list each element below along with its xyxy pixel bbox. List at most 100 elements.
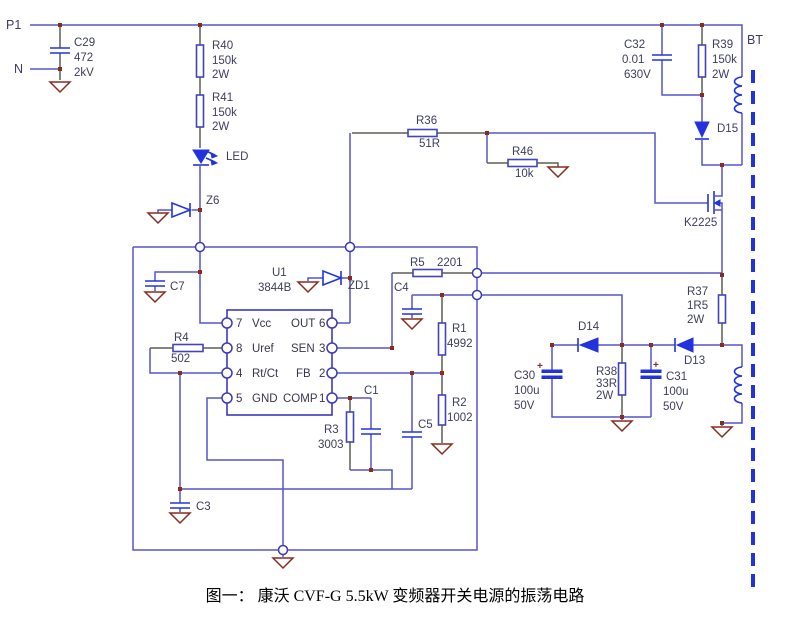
pin6-number: 6 [319,318,325,330]
label-z6: Z6 [206,195,219,207]
label-r3-ref: R3 [324,424,339,436]
label-c30-ref: C30 [514,370,535,382]
diode-d15 [694,121,710,140]
resistors [172,44,727,443]
diode-d14 [577,337,599,353]
label-r38-rat: 2W [596,390,613,402]
pin5-number: 5 [236,393,242,405]
label-r38-val: 33R [596,378,617,390]
pin4-number: 4 [236,368,243,380]
pin2-number: 2 [319,368,325,380]
figure-caption: 图一： 康沃 CVF-G 5.5kW 变频器开关电源的振荡电路 [206,587,585,605]
label-c5: C5 [418,419,433,431]
label-c32-ref: C32 [624,39,645,51]
ground-c4 [400,318,424,331]
label-c31-rat: 50V [663,401,684,413]
label-r4-ref: R4 [174,332,189,344]
label-led: LED [226,151,248,163]
label-r2-ref: R2 [452,397,467,409]
label-r46-ref: R46 [512,146,533,158]
capacitor-c30 [541,369,563,379]
pin5-name: GND [252,393,278,405]
label-r5-val: 2201 [437,257,463,269]
labels: P1 N C29 472 2kV R40 150k 2W R41 150k 2W… [6,18,763,513]
capacitor-c4 [402,308,422,315]
label-c1: C1 [364,385,379,397]
label-r2-val: 1002 [447,412,473,424]
ground-c29 [48,81,72,94]
label-c31-plus: + [653,360,659,371]
label-c7: C7 [170,281,185,293]
pin4-name: Rt/Ct [252,368,279,380]
terminal-bt: BT [747,33,763,47]
capacitor-c32 [652,54,672,61]
label-r3-val: 3003 [318,439,344,451]
label-k2225: K2225 [684,217,717,229]
label-d15: D15 [717,123,738,135]
pin3-number: 3 [319,343,325,355]
ground-r46 [546,166,570,179]
mosfet-k2225 [707,165,723,275]
resistor-r46 [507,158,538,168]
capacitors [50,47,672,509]
resistor-r2 [437,394,447,426]
label-r38-ref: R38 [596,366,617,378]
label-c30-val: 100u [514,385,540,397]
pin8-number: 8 [236,343,242,355]
label-r37-val: 1R5 [687,300,708,312]
pin2-name: FB [296,368,311,380]
label-d14: D14 [578,321,600,333]
transformer [733,70,755,588]
label-c30-rat: 50V [514,400,535,412]
label-r40-val: 150k [212,55,237,67]
resistor-r40 [195,44,205,78]
label-r41-val: 150k [212,107,237,119]
ground-main [271,557,295,570]
open-junctions [194,241,483,556]
ground-c7 [143,291,167,304]
capacitor-c3 [170,502,190,509]
label-c32-rat: 630V [624,69,651,81]
resistor-r4 [172,343,204,353]
resistor-r3 [345,411,355,443]
label-r36-ref: R36 [416,115,437,127]
pin7-number: 7 [236,318,242,330]
ground-zd1 [296,281,320,294]
resistor-r39 [697,44,707,78]
pin7-name: Vcc [252,318,271,330]
label-u1-part: 3844B [258,282,292,294]
label-r1-ref: R1 [452,323,467,335]
label-r41-ref: R41 [212,92,233,104]
resistor-r1 [437,322,447,356]
label-c30-plus: + [537,361,543,372]
label-r36-val: 51R [419,138,440,150]
label-r39-rat: 2W [712,69,729,81]
terminal-n: N [14,62,23,76]
wires [30,24,743,557]
winding-upper [733,76,743,114]
capacitor-c7 [145,280,165,287]
label-r46-val: 10k [515,168,534,180]
label-c4: C4 [394,282,409,294]
label-c29-rat: 2kV [74,67,94,79]
pin1-number: 1 [319,393,325,405]
led [192,149,219,166]
diode-zd1 [322,269,344,287]
label-c29-val: 472 [74,52,93,64]
label-c32-val: 0.01 [622,54,644,66]
winding-lower [733,366,743,404]
label-c31-val: 100u [663,386,689,398]
capacitor-c29 [50,47,70,54]
component-leads [59,25,723,470]
label-u1-ref: U1 [272,267,287,279]
ground-z6 [146,212,170,225]
label-d13: D13 [684,355,705,367]
label-r39-val: 150k [712,54,737,66]
label-r39-ref: R39 [712,39,733,51]
ground-c3 [168,512,192,525]
ground-symbols [48,81,734,570]
diode-z6 [171,201,193,219]
label-c29-ref: C29 [74,37,95,49]
chip-u1: 7 Vcc 8 Uref 4 Rt/Ct 5 GND OUT 6 SEN 3 F… [221,309,338,416]
